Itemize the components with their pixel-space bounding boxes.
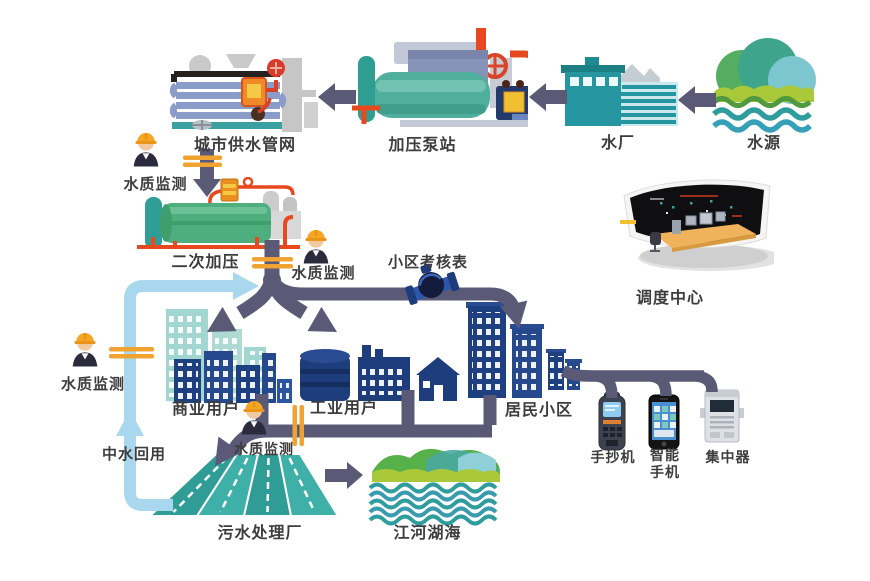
- concentrator-device-icon: [700, 389, 744, 443]
- community-meter-label: 小区考核表: [387, 253, 468, 271]
- river-waves-icon: [368, 448, 500, 526]
- pressure-station-label: 加压泵站: [388, 135, 457, 154]
- smartphone-device-icon: [648, 394, 680, 450]
- water-quality-label-2: 水质监测: [291, 264, 356, 282]
- sewage-plant-label: 污水处理厂: [217, 523, 303, 542]
- reclaimed-water-label: 中水回用: [101, 445, 166, 463]
- water-quality-label-1: 水质监测: [123, 175, 188, 193]
- pressure-pump-station-icon: [352, 28, 528, 127]
- residential-area-label: 居民小区: [504, 400, 573, 419]
- residential-towers-icon: [466, 302, 582, 398]
- worker-helmet-icon: [72, 333, 98, 367]
- commercial-users-label: 商业用户: [171, 399, 240, 418]
- commercial-buildings-icon: [166, 309, 292, 403]
- handheld-reader-label: 手抄机: [590, 450, 636, 466]
- water-quality-label-4: 水质监测: [234, 442, 294, 458]
- dispatch-center-label: 调度中心: [635, 288, 704, 307]
- valve-marker-icon: [183, 155, 222, 160]
- water-quality-label-3: 水质监测: [60, 375, 125, 393]
- industrial-users-label: 工业用户: [309, 398, 378, 417]
- city-pipe-network-icon: [169, 54, 318, 132]
- industrial-factory-icon: [300, 345, 460, 401]
- city-network-label: 城市供水管网: [193, 135, 296, 154]
- water-plant-label: 水厂: [600, 133, 635, 152]
- secondary-pressure-label: 二次加压: [171, 252, 240, 271]
- smartphone-label-line2: 手机: [650, 464, 680, 481]
- dispatch-control-room-icon: [620, 179, 774, 271]
- water-plant-building-icon: [561, 57, 678, 126]
- water-source-label: 水源: [746, 133, 781, 152]
- smartphone-label: 智能 手机: [645, 448, 685, 482]
- rivers-label: 江河湖海: [393, 523, 462, 542]
- worker-helmet-icon: [133, 133, 159, 167]
- worker-helmet-icon: [303, 230, 329, 264]
- arrow-source-to-plant: [678, 86, 716, 114]
- valve-marker-icon: [109, 347, 154, 352]
- concentrator-label: 集中器: [705, 450, 751, 466]
- water-source-mountains-icon: [712, 38, 816, 133]
- metering-pipes: [560, 365, 718, 399]
- smartphone-label-line1: 智能: [650, 448, 680, 464]
- handheld-reader-device-icon: [598, 392, 626, 451]
- secondary-pressure-pump-icon: [137, 177, 301, 249]
